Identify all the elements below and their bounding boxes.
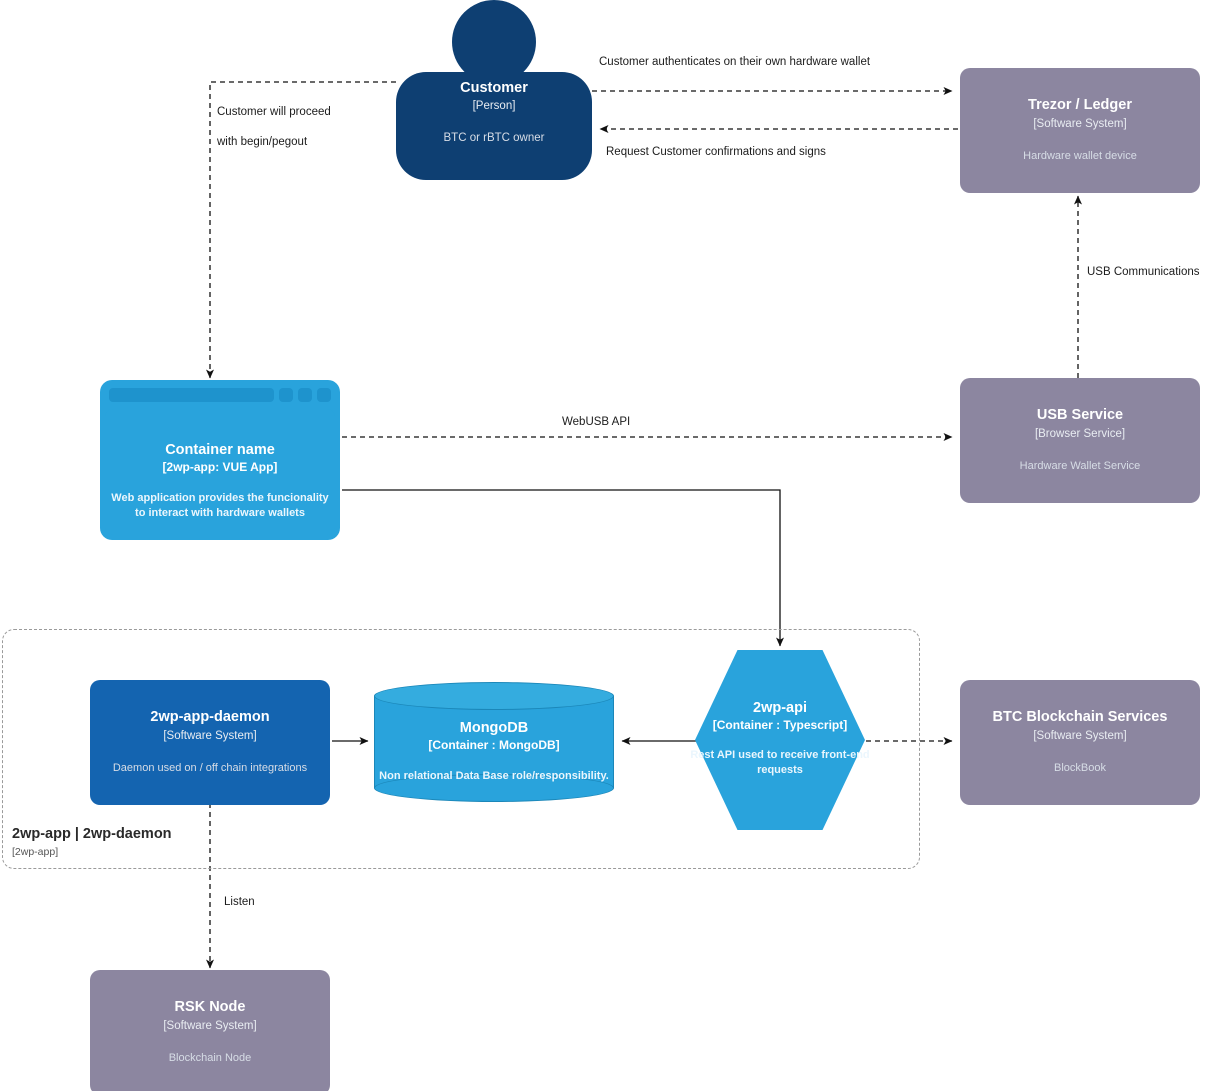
2wpapi-desc: Rest API used to receive front-end reque… [690,749,870,777]
daemon-desc: Daemon used on / off chain integrations [112,762,308,775]
edge-label-proceed-line2: with begin/pegout [217,136,308,148]
node-2wp-api[interactable]: 2wp-api [Container : Typescript] Rest AP… [690,650,870,830]
usbservice-type: [Browser Service] [1034,427,1126,440]
browser-button-3-icon [317,388,331,402]
edge-label-proceed-line1: Customer will proceed [217,106,331,118]
2wpapi-type: [Container : Typescript] [712,718,848,733]
cylinder-body-shape [374,696,614,788]
containername-title: Container name [165,442,275,458]
edge-label-authenticates: Customer authenticates on their own hard… [599,56,871,68]
customer-type: [Person] [472,100,516,113]
edge-label-usb-communications: USB Communications [1087,266,1200,278]
2wpapi-text: 2wp-api [Container : Typescript] Rest AP… [673,700,887,778]
mongodb-title: MongoDB [459,720,529,736]
trezor-desc: Hardware wallet device [1023,150,1137,163]
boundary-type: [2wp-app] [12,846,59,859]
edge-customer-to-container [206,81,396,379]
browser-pane: Container name [2wp-app: VUE App] Web ap… [105,409,335,535]
node-rsk-node[interactable]: RSK Node [Software System] Blockchain No… [90,970,330,1091]
2wpapi-title: 2wp-api [753,700,807,716]
cylinder-top-shape [374,682,614,710]
node-trezor-ledger[interactable]: Trezor / Ledger [Software System] Hardwa… [960,68,1200,193]
cylinder-bottom-shape [374,774,614,802]
rsknode-title: RSK Node [174,999,246,1016]
rsknode-type: [Software System] [163,1019,257,1032]
node-usb-service[interactable]: USB Service [Browser Service] Hardware W… [960,378,1200,503]
containername-desc: Web application provides the funcionalit… [111,492,329,520]
browser-button-1-icon [279,388,293,402]
person-body-shape [396,72,592,180]
usbservice-title: USB Service [1036,407,1124,424]
btcservices-desc: BlockBook [1054,762,1106,775]
trezor-type: [Software System] [1033,117,1127,130]
customer-desc: BTC or rBTC owner [443,131,545,144]
node-container-name[interactable]: Container name [2wp-app: VUE App] Web ap… [100,380,340,540]
customer-title: Customer [460,80,528,96]
mongodb-desc: Non relational Data Base role/responsibi… [379,770,609,783]
daemon-type: [Software System] [163,729,257,742]
node-btc-blockchain-services[interactable]: BTC Blockchain Services [Software System… [960,680,1200,805]
node-2wp-app-daemon[interactable]: 2wp-app-daemon [Software System] Daemon … [90,680,330,805]
boundary-label: 2wp-app | 2wp-daemon [2wp-app] [12,826,172,858]
daemon-title: 2wp-app-daemon [150,709,270,726]
mongodb-type: [Container : MongoDB] [428,738,560,753]
edge-label-webusb-api: WebUSB API [562,416,631,428]
node-customer[interactable]: Customer [Person] BTC or rBTC owner [396,0,592,180]
edge-label-listen: Listen [224,896,255,908]
customer-text: Customer [Person] BTC or rBTC owner [396,80,592,146]
edge-label-request-confirmations: Request Customer confirmations and signs [606,146,826,158]
browser-urlbar [109,388,274,402]
browser-chrome [105,386,335,404]
browser-button-2-icon [298,388,312,402]
usbservice-desc: Hardware Wallet Service [1019,460,1141,473]
trezor-title: Trezor / Ledger [1028,97,1132,114]
node-mongodb[interactable]: MongoDB [Container : MongoDB] Non relati… [374,682,614,802]
containername-type: [2wp-app: VUE App] [162,460,278,475]
edge-container-to-2wpapi [342,489,784,647]
btcservices-type: [Software System] [1033,729,1127,742]
btcservices-title: BTC Blockchain Services [992,709,1168,726]
rsknode-desc: Blockchain Node [168,1052,252,1065]
boundary-name: 2wp-app | 2wp-daemon [12,826,172,842]
person-head-icon [452,0,536,84]
boundary-2wp-app [2,629,920,869]
mongodb-text: MongoDB [Container : MongoDB] Non relati… [374,720,614,784]
